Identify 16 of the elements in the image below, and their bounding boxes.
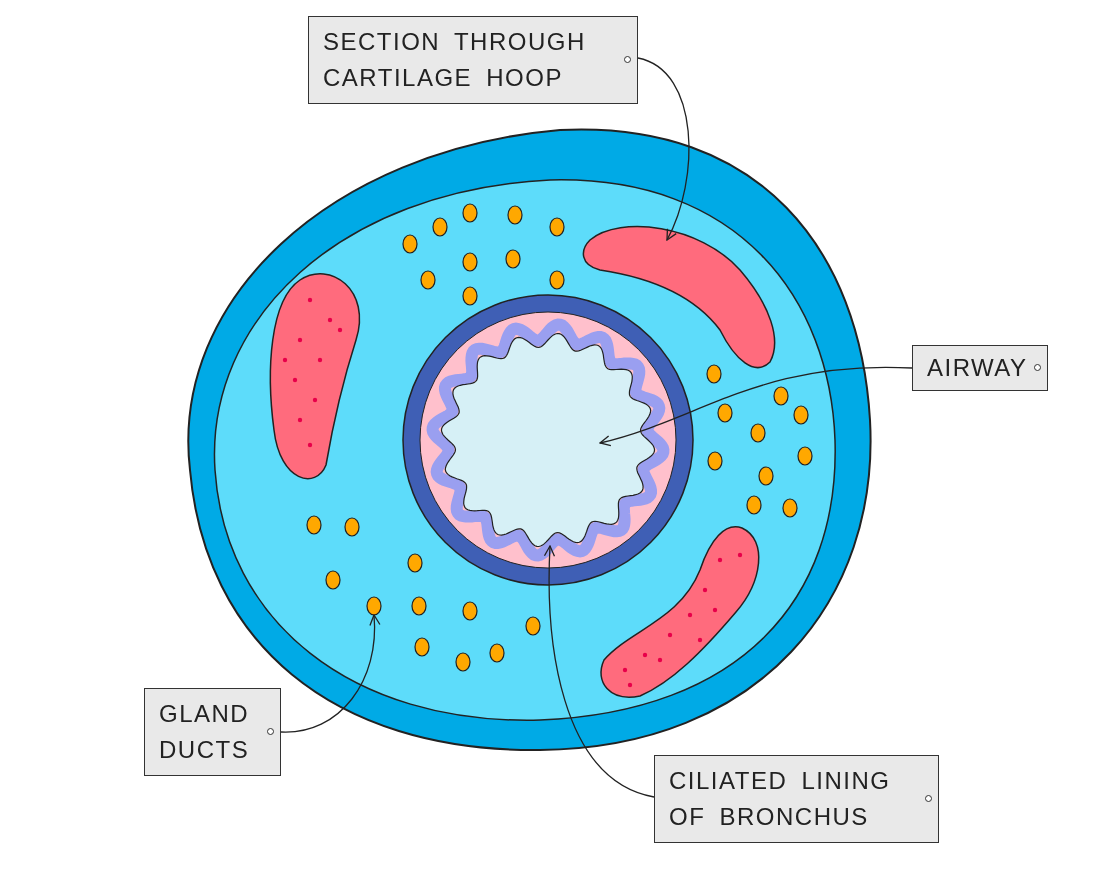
ciliated-lining	[426, 318, 670, 562]
leader-line	[599, 366, 913, 446]
cartilage-hoop	[582, 225, 776, 369]
label-text: SECTION THROUGH CARTILAGE HOOP	[323, 27, 587, 93]
label-tag	[912, 345, 1048, 391]
gland-duct	[366, 596, 382, 616]
label-text: CILIATED LINING OF BRONCHUS	[669, 766, 892, 832]
label-tag	[308, 16, 638, 104]
label-text: AIRWAY	[927, 353, 1028, 383]
leader-line	[637, 57, 690, 241]
label-tag	[654, 755, 939, 843]
label-tag	[144, 688, 281, 776]
leader-line	[280, 614, 380, 733]
label-text: GLAND DUCTS	[159, 699, 251, 765]
leader-line	[544, 545, 655, 798]
airway-lumen	[440, 332, 656, 548]
